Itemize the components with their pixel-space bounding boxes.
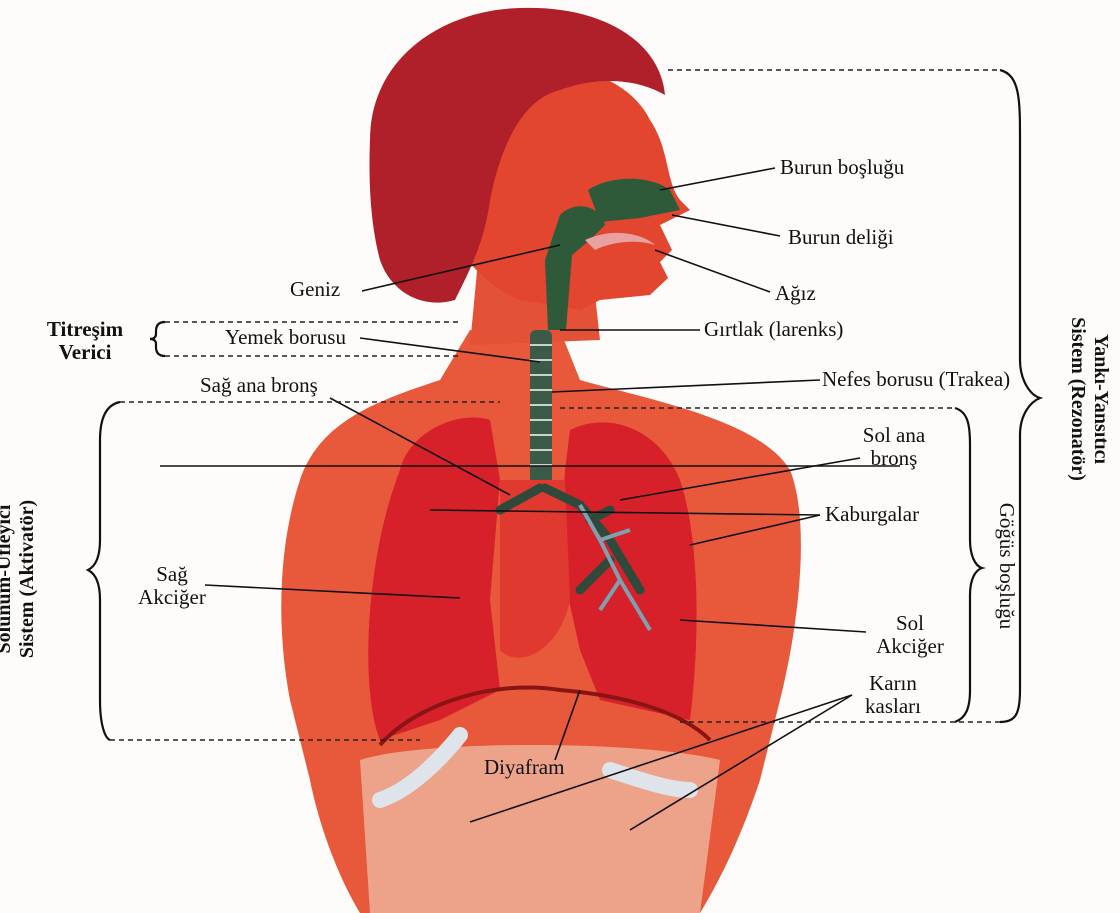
label-sol-ana-brons-line2: bronş (852, 447, 936, 470)
label-karin-kaslari-line2: kasları (848, 695, 938, 718)
label-sag-akciger: Sağ Akciğer (126, 563, 218, 609)
label-gogus-boslugu: Göğüs boşluğu (991, 486, 1019, 646)
label-nefes-borusu: Nefes borusu (Trakea) (822, 368, 1010, 391)
label-solunum-sistem: Solunum-Üfleyici Sistem (Aktivatör) (0, 459, 47, 699)
label-sol-akciger-line1: Sol (862, 612, 958, 635)
label-sag-ana-brons: Sağ ana bronş (200, 374, 318, 397)
label-burun-boslugu: Burun boşluğu (780, 156, 904, 179)
label-yanki-line2: Sistem (Rezonatör) (1066, 279, 1089, 519)
label-yanki-sistem: Yankı-Yansıtıcı Sistem (Rezonatör) (1058, 279, 1112, 519)
label-solunum-line1: Solunum-Üfleyici (0, 459, 16, 699)
label-diyafram: Diyafram (484, 756, 564, 779)
label-karin-kaslari: Karın kasları (848, 672, 938, 718)
label-burun-deligi: Burun deliği (788, 226, 894, 249)
label-solunum-line2: Sistem (Aktivatör) (16, 459, 39, 699)
label-karin-kaslari-line1: Karın (848, 672, 938, 695)
label-sag-akciger-line2: Akciğer (126, 586, 218, 609)
label-geniz: Geniz (290, 278, 340, 301)
label-sol-ana-brons: Sol ana bronş (852, 424, 936, 470)
label-sol-ana-brons-line1: Sol ana (852, 424, 936, 447)
label-titresim-verici: Titreşim Verici (30, 318, 140, 364)
label-agiz: Ağız (775, 282, 816, 305)
label-yanki-line1: Yankı-Yansıtıcı (1089, 279, 1112, 519)
label-titresim-line1: Titreşim (30, 318, 140, 341)
label-yemek-borusu: Yemek borusu (225, 326, 346, 349)
label-titresim-line2: Verici (30, 341, 140, 364)
label-sol-akciger-line2: Akciğer (862, 635, 958, 658)
label-sol-akciger: Sol Akciğer (862, 612, 958, 658)
label-sag-akciger-line1: Sağ (126, 563, 218, 586)
label-girtlak: Gırtlak (larenks) (704, 318, 843, 341)
label-kaburgalar: Kaburgalar (825, 503, 919, 526)
